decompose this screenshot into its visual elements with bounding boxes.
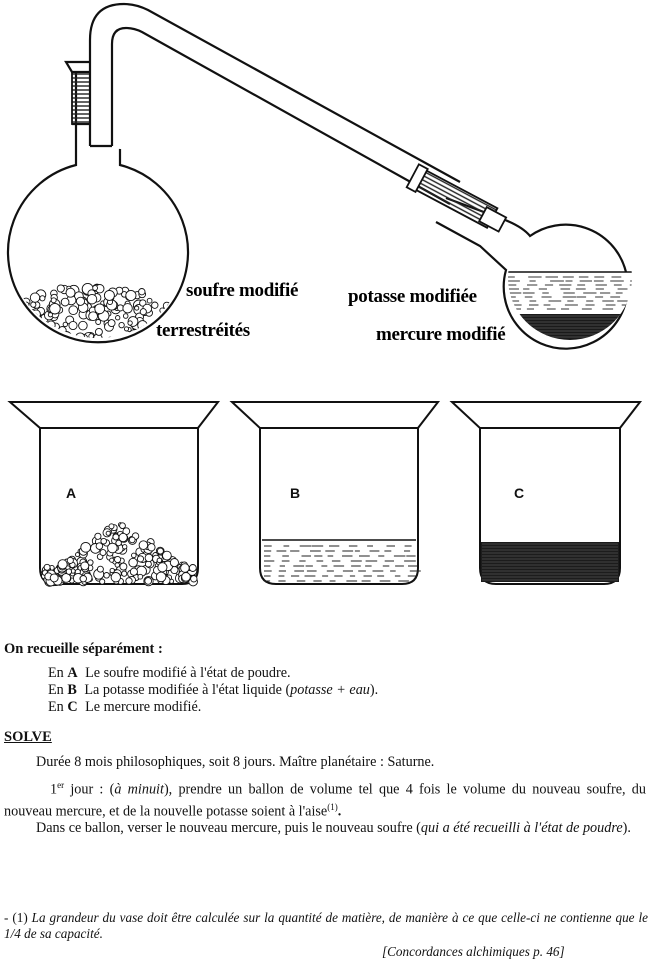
label-sulfur: soufre modifié	[186, 280, 298, 301]
beaker-a: A	[7, 401, 221, 587]
beaker-b-liquid	[262, 539, 421, 582]
beaker-a-letter: A	[66, 485, 76, 501]
delivery-tube	[88, 2, 461, 205]
collection-item-c: En C Le mercure modifié.	[48, 699, 202, 715]
solve-paragraph-3: Dans ce ballon, verser le nouveau mercur…	[36, 820, 631, 836]
footnote-reference: [Concordances alchimiques p. 46]	[382, 944, 565, 959]
beaker-c-letter: C	[514, 485, 524, 501]
collection-heading: On recueille séparément :	[4, 641, 163, 657]
distillation-apparatus-illustration: soufre modifié terrestréités potasse mod…	[6, 2, 643, 587]
beaker-c: C	[449, 401, 643, 585]
label-earths: terrestréités	[156, 320, 250, 341]
label-potash: potasse modifiée	[348, 286, 477, 307]
beaker-c-liquid	[481, 542, 619, 582]
beaker-b-letter: B	[290, 485, 300, 501]
collection-item-b: En B La potasse modifiée à l'état liquid…	[48, 682, 379, 698]
footnote: - (1) La grandeur du vase doit être calc…	[4, 910, 648, 941]
beaker-a-powder	[40, 522, 198, 587]
label-mercury: mercure modifié	[376, 324, 505, 345]
solve-paragraph-1: Durée 8 mois philosophiques, soit 8 jour…	[36, 754, 435, 770]
solve-heading: SOLVE	[4, 729, 52, 745]
solve-paragraph-2: 1er jour : (à minuit), prendre un ballon…	[4, 780, 646, 820]
collection-item-a: En A Le soufre modifié à l'état de poudr…	[48, 665, 291, 681]
beaker-b: B	[229, 401, 441, 585]
